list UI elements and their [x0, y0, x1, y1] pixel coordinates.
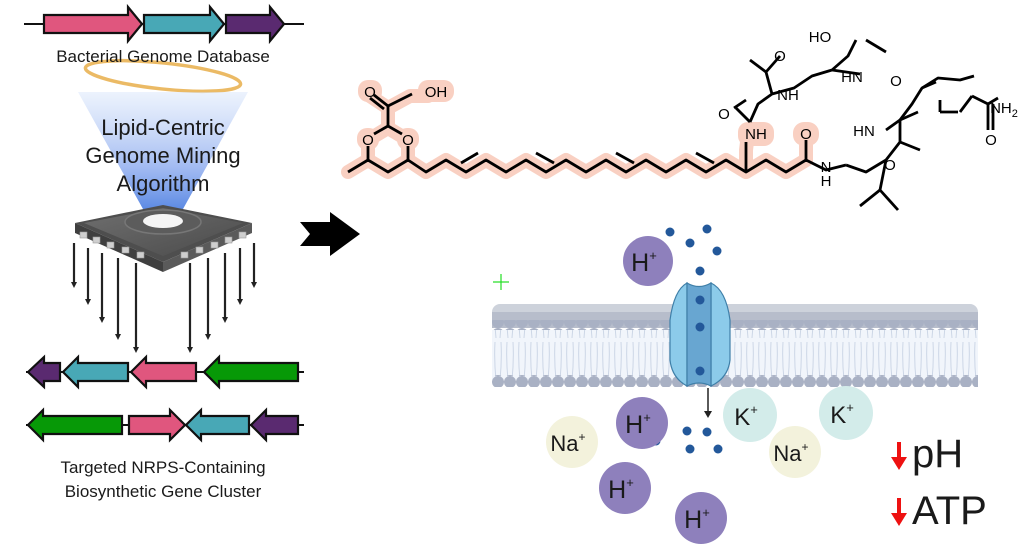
- svg-text:K+: K+: [830, 400, 854, 429]
- ion-label: H: [625, 411, 643, 439]
- microchip-icon: [71, 205, 257, 353]
- efflux-arrow-icon: [704, 388, 712, 418]
- target-gene-cluster-row-2: [26, 407, 304, 443]
- ion-charge: +: [579, 430, 586, 444]
- svg-text:H+: H+: [625, 410, 651, 439]
- particles: [651, 224, 723, 454]
- ion-label: H: [631, 249, 649, 277]
- algorithm-label-line: Lipid-Centric: [101, 115, 225, 140]
- atom-label: O: [800, 126, 812, 143]
- ion-charge: +: [626, 475, 634, 490]
- gene-arrow: [42, 3, 144, 45]
- down-arrow-icon: [891, 442, 907, 470]
- atom-label: N: [821, 159, 832, 176]
- gene-arrow: [249, 407, 300, 443]
- membrane-panel: H+ H+ H+ H+ Na+ Na+ K+ K+ pH: [492, 224, 987, 544]
- atom-label: O: [718, 106, 730, 123]
- effect-label: pH: [912, 432, 963, 476]
- svg-text:H+: H+: [608, 475, 634, 504]
- down-arrow-icon: [891, 498, 907, 526]
- ion-sodium: Na+: [546, 416, 598, 468]
- atom-label: OH: [425, 84, 448, 101]
- atom-label: O: [362, 132, 374, 149]
- atom-labels: O OH O O NH O O NH O HO HN O NH2 O HN O …: [362, 29, 1018, 190]
- atom-label: O: [884, 157, 896, 174]
- source-gene-cluster: [24, 3, 304, 45]
- ion-label: H: [684, 506, 702, 534]
- gene-arrow: [142, 3, 226, 45]
- gene-arrow: [26, 354, 62, 390]
- algorithm-beam: [78, 92, 248, 218]
- svg-text:H+: H+: [684, 505, 710, 534]
- atom-label: H: [821, 173, 832, 190]
- svg-text:Na+: Na+: [550, 430, 585, 456]
- genome-mining-panel: [24, 3, 304, 443]
- algorithm-label: Lipid-Centric Genome Mining Algorithm: [60, 114, 266, 198]
- scan-ring: [83, 58, 243, 94]
- ion-proton: H+: [616, 397, 668, 449]
- gene-arrow: [202, 354, 300, 390]
- ion-potassium: K+: [723, 388, 777, 442]
- svg-text:Na+: Na+: [773, 440, 808, 466]
- ion-label: H: [608, 476, 626, 504]
- atom-label: NH: [745, 126, 767, 143]
- gene-arrow: [61, 354, 130, 390]
- effect-label: ATP: [912, 489, 987, 533]
- ion-charge: +: [846, 400, 854, 415]
- nh2-text: NH: [990, 100, 1012, 117]
- database-label: Bacterial Genome Database: [56, 47, 270, 66]
- atom-label: HN: [853, 123, 875, 140]
- ion-charge: +: [702, 505, 710, 520]
- target-gene-cluster-row-1: [26, 354, 304, 390]
- atom-label: HN: [841, 69, 863, 86]
- ion-label: Na: [773, 441, 802, 466]
- svg-text:K+: K+: [734, 402, 758, 431]
- gene-arrow: [184, 407, 251, 443]
- gene-arrow: [224, 3, 286, 45]
- ion-charge: +: [750, 402, 758, 417]
- algorithm-label-line: Algorithm: [116, 171, 210, 196]
- ion-proton: H+: [623, 236, 673, 286]
- lipopeptide-structure: O OH O O NH O O NH O HO HN O NH2 O HN O …: [341, 29, 1018, 211]
- atom-label: NH: [777, 87, 799, 104]
- gene-cluster-label: Targeted NRPS-Containing Biosynthetic Ge…: [18, 456, 308, 504]
- atom-highlight: [357, 80, 819, 150]
- ion-sodium: Na+: [769, 426, 821, 478]
- ion-potassium: K+: [819, 386, 873, 440]
- atom-label: O: [364, 84, 376, 101]
- ion-proton: H+: [599, 462, 651, 514]
- ion-proton: H+: [675, 492, 727, 544]
- process-arrow-icon: [300, 212, 360, 256]
- gene-cluster-label-line: Targeted NRPS-Containing: [60, 458, 266, 477]
- algorithm-label-line: Genome Mining: [85, 143, 241, 168]
- ion-charge: +: [643, 410, 651, 425]
- atom-label: NH2: [990, 100, 1018, 120]
- gene-arrow: [127, 407, 187, 443]
- ion-label: K: [734, 404, 750, 431]
- ion-channel: [669, 281, 731, 388]
- molecule-bonds: [347, 38, 999, 211]
- lipid-bilayer: [492, 304, 978, 387]
- atom-label: O: [774, 48, 786, 65]
- atom-label: HO: [809, 29, 832, 46]
- crosshair-icon: [493, 274, 509, 290]
- effect-ph: pH: [891, 432, 963, 476]
- atom-label: O: [890, 73, 902, 90]
- atom-label: O: [985, 132, 997, 149]
- nh2-subscript: 2: [1012, 108, 1018, 120]
- gene-arrow: [26, 407, 124, 443]
- effect-atp: ATP: [891, 489, 987, 533]
- ion-label: Na: [550, 431, 579, 456]
- ion-label: K: [830, 402, 846, 429]
- atom-label: O: [402, 132, 414, 149]
- ion-charge: +: [649, 248, 657, 263]
- svg-text:H+: H+: [631, 248, 657, 277]
- ion-charge: +: [802, 440, 809, 454]
- gene-arrow: [129, 354, 198, 390]
- gene-cluster-label-line: Biosynthetic Gene Cluster: [64, 482, 262, 501]
